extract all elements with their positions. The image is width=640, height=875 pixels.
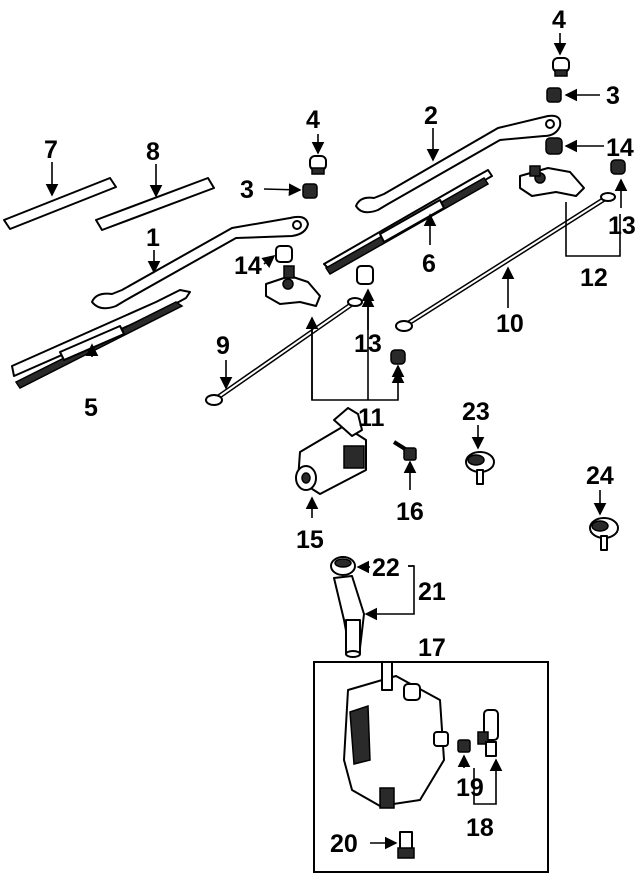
callout-20: 20 [330,830,358,858]
wiper-blade-left[interactable] [11,289,191,389]
callout-21: 21 [418,578,446,606]
washer-filler-neck[interactable] [333,575,365,658]
callout-18: 18 [466,814,494,842]
nut-3-top[interactable] [546,87,562,103]
callout-4-mid: 4 [306,106,320,134]
wiper-blade-right[interactable] [323,169,493,275]
link-rod-10[interactable] [395,192,616,332]
blade-refill-7[interactable] [3,177,117,230]
nut-3-mid[interactable] [302,183,318,199]
reservoir-group-box [313,661,549,873]
washer-pump-19[interactable] [457,739,471,753]
callout-3-mid: 3 [240,176,254,204]
washer-nozzle-24[interactable] [589,517,619,551]
callout-2: 2 [424,102,438,130]
callout-labels: 7 8 1 5 2 6 4 3 14 13 12 10 4 3 14 13 9 … [44,6,636,858]
callout-17: 17 [418,634,446,662]
callout-13-right: 13 [608,212,636,240]
washer-nozzle-23[interactable] [465,451,495,485]
callout-24: 24 [586,462,614,490]
callout-5: 5 [84,394,98,422]
callout-9: 9 [216,332,230,360]
leader-lines [45,33,628,850]
pivot-right[interactable] [519,165,585,197]
grommet-13-right[interactable] [610,159,626,175]
blade-refill-8[interactable] [95,177,215,231]
bushing-14-right[interactable] [545,137,563,155]
grommet-20[interactable] [397,831,415,859]
washer-reservoir[interactable] [343,661,449,809]
wiper-arm-left[interactable] [91,215,309,310]
wiper-motor[interactable] [295,407,367,495]
callout-10: 10 [496,310,524,338]
callout-1: 1 [146,224,160,252]
callout-12: 12 [580,264,608,292]
callout-14-left: 14 [234,252,262,280]
wiper-arm-right[interactable] [355,114,562,214]
bushing-14-left[interactable] [275,245,293,263]
grommet-13-left[interactable] [356,265,374,285]
callout-19: 19 [456,774,484,802]
cap-4-top[interactable] [552,57,570,77]
callout-14-right: 14 [606,134,634,162]
callout-6: 6 [422,250,436,278]
callout-13-left: 13 [354,330,382,358]
bolt-16[interactable] [392,440,417,461]
callout-23: 23 [462,398,490,426]
grommet-13-lower[interactable] [390,349,406,365]
callout-22: 22 [372,554,400,582]
filler-cap-22[interactable] [330,556,356,576]
callout-7: 7 [44,136,58,164]
callout-15: 15 [296,526,324,554]
washer-pump-18[interactable] [477,709,499,757]
callout-11: 11 [358,404,385,432]
callout-16: 16 [396,498,424,526]
callout-3-top: 3 [606,82,620,110]
pivot-left[interactable] [265,265,321,307]
cap-4-mid[interactable] [309,155,327,175]
callout-4-top: 4 [552,6,566,34]
callout-8: 8 [146,138,160,166]
